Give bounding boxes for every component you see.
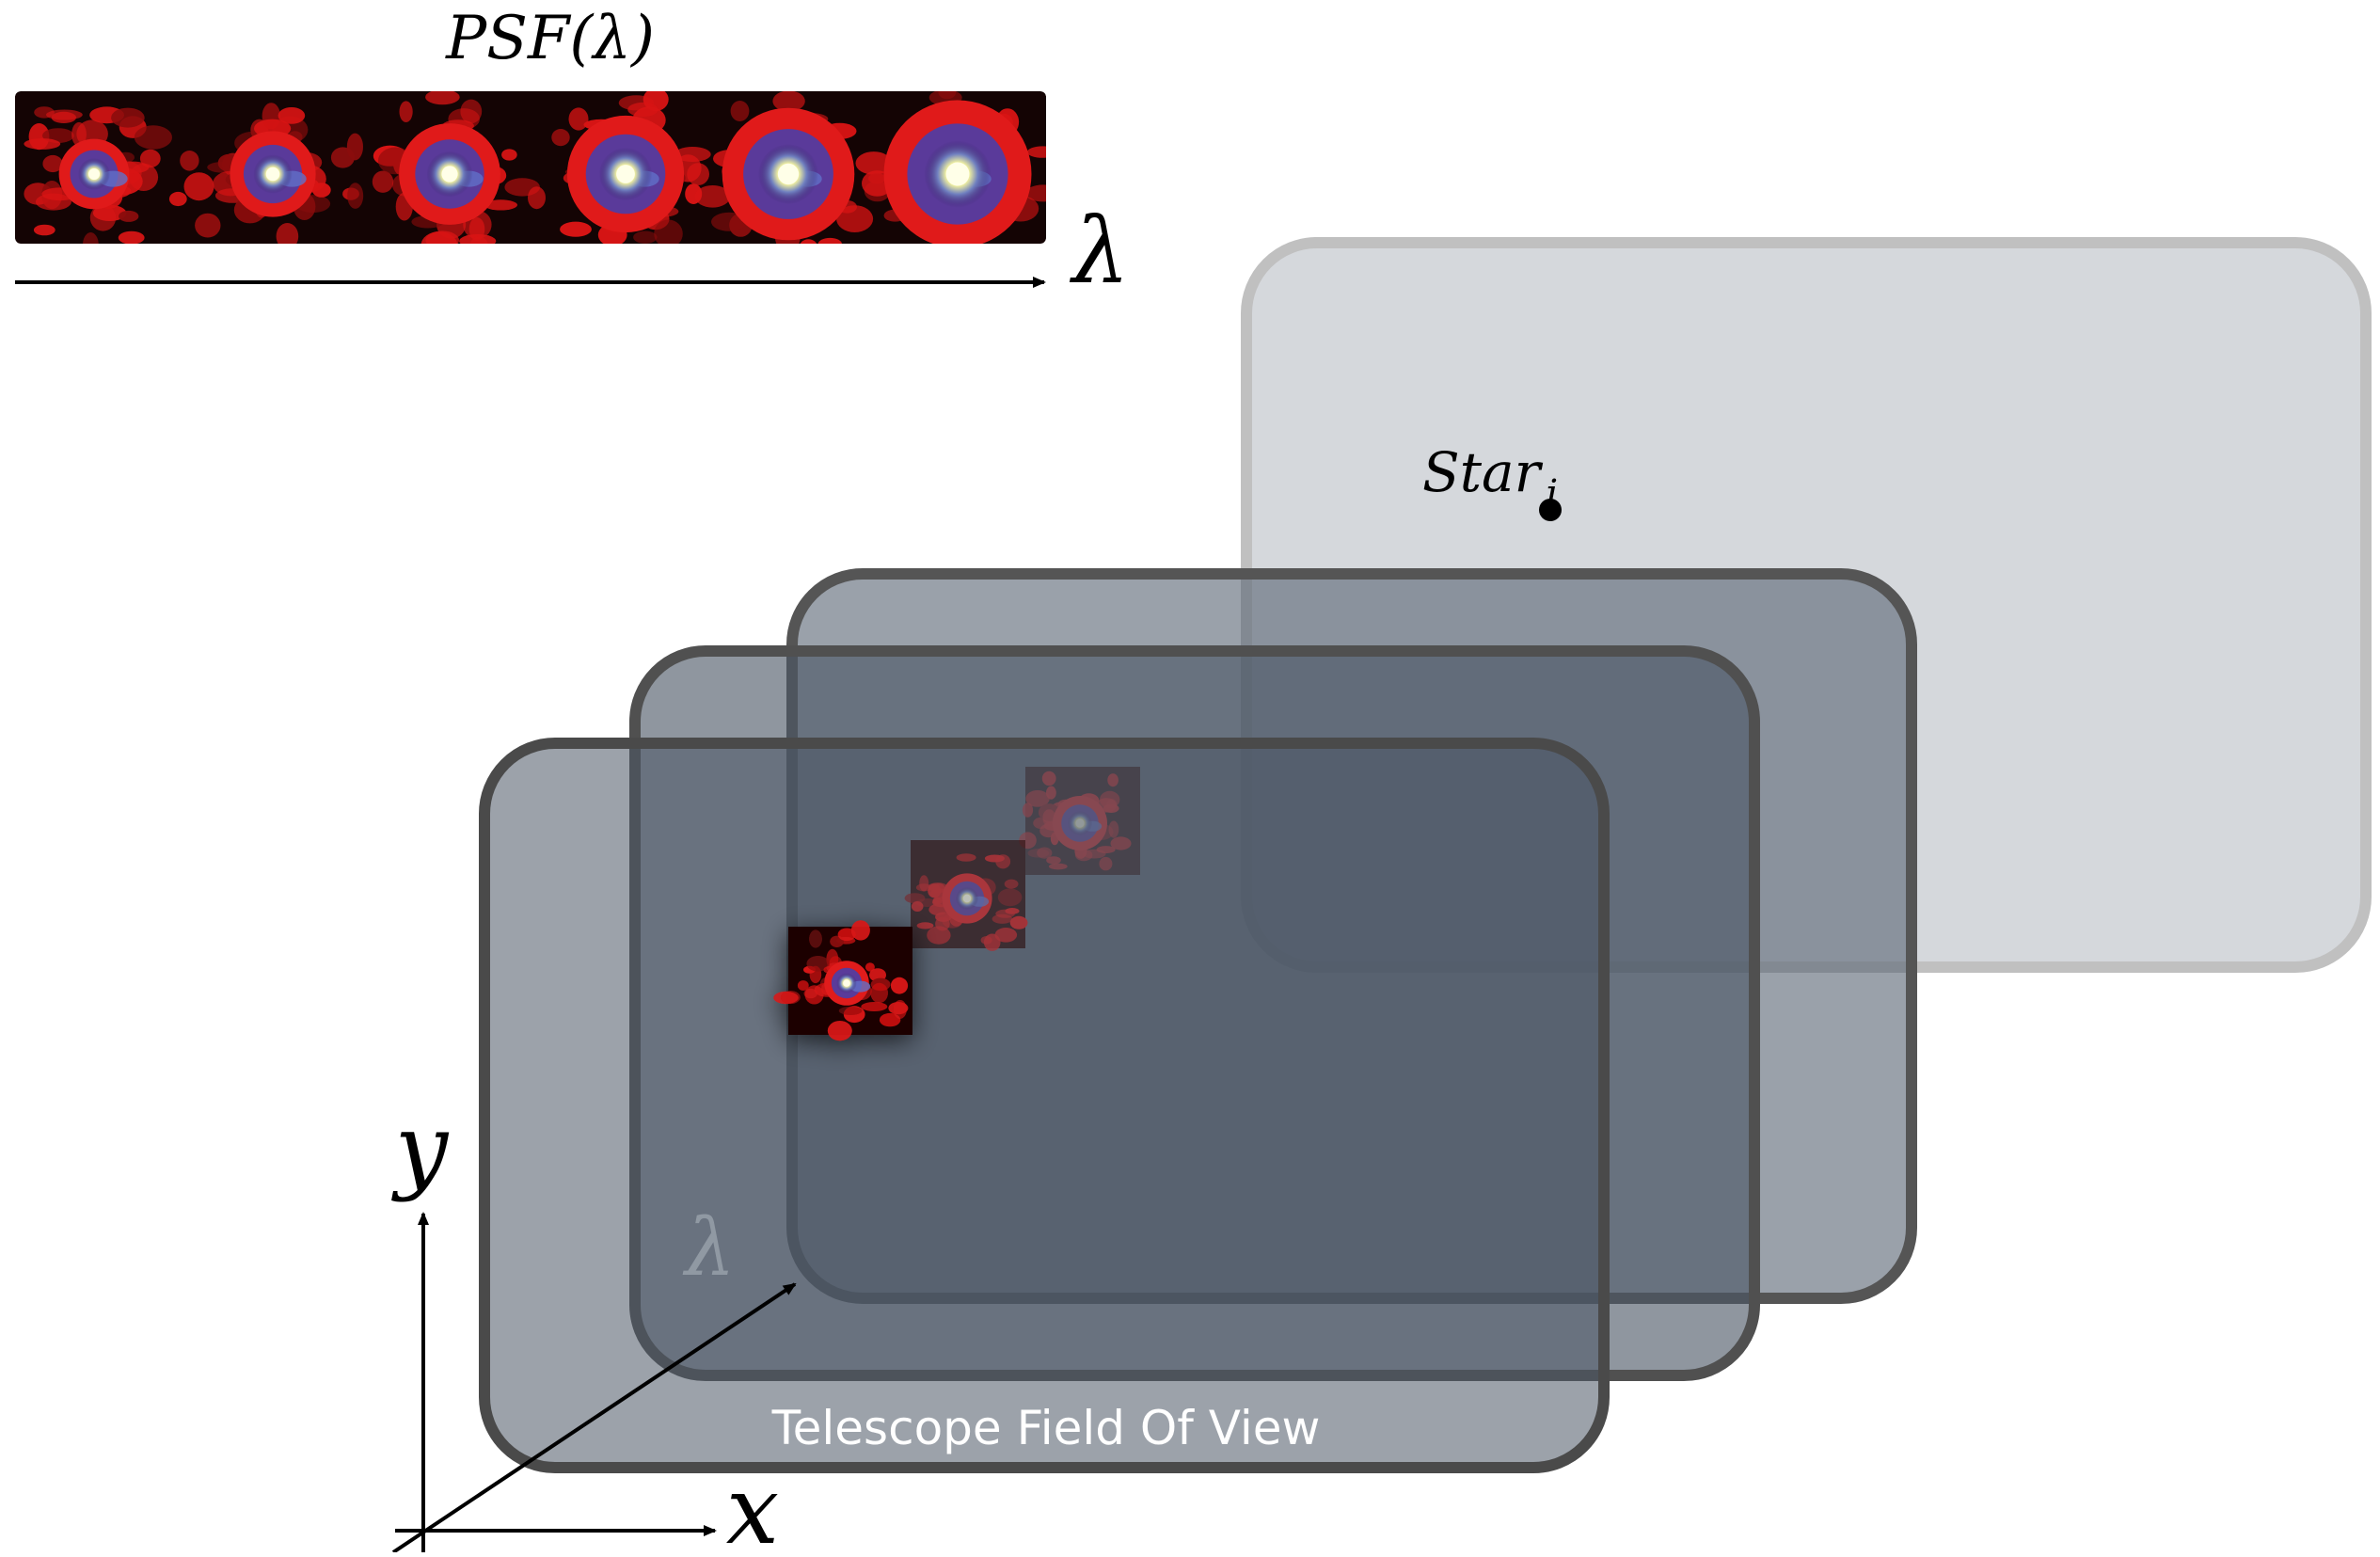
psf-strip-cell	[372, 91, 546, 244]
psf-strip-cells	[24, 91, 1046, 244]
psf-strip-cell	[24, 106, 187, 244]
field-frame-front	[479, 738, 1610, 1473]
lambda-axis-arrow	[391, 1282, 797, 1554]
depth-axis-label: λ	[682, 1201, 735, 1294]
psf-tile-middle	[904, 840, 1028, 951]
x-axis-label: x	[726, 1455, 779, 1552]
psf-strip-cell	[551, 91, 731, 244]
wavelength-symbol: λ	[1069, 199, 1130, 304]
psf-strip-cell	[711, 91, 893, 244]
star-marker	[1539, 499, 1562, 521]
psf-strip-cell	[862, 91, 1046, 244]
fov-caption: Telescope Field Of View	[771, 1401, 1321, 1455]
y-axis-label: y	[391, 1093, 450, 1203]
psf-tile-front	[773, 920, 912, 1041]
psf-strip	[15, 91, 1046, 244]
psf-strip-cell	[180, 103, 364, 244]
psf-tile-back	[1019, 767, 1140, 875]
psf-label: PSF(λ)	[445, 4, 655, 73]
